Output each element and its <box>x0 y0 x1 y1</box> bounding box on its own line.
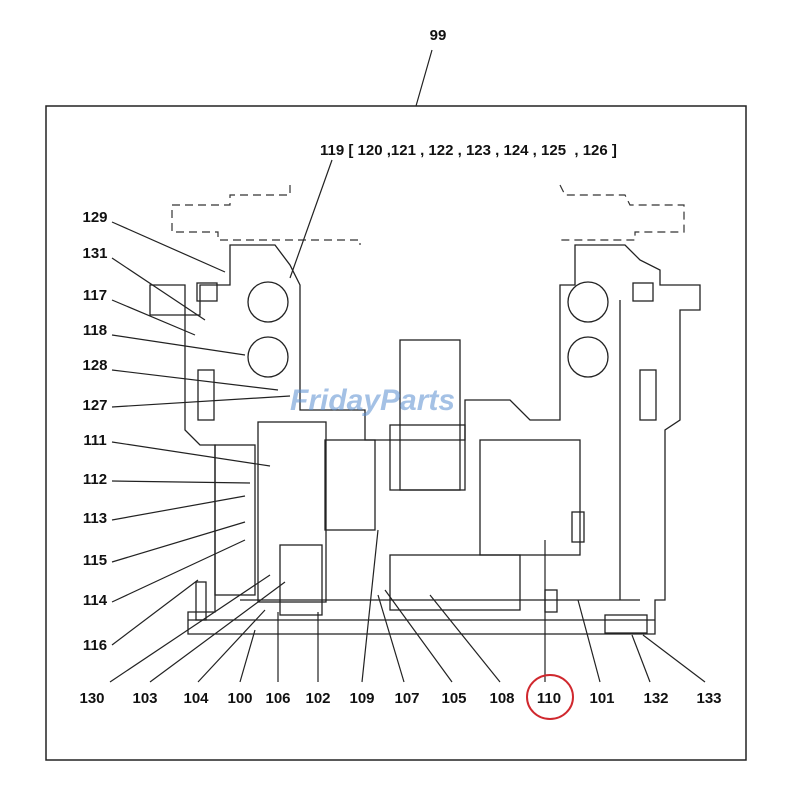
diagram-frame <box>45 105 747 761</box>
label-118: 118 <box>83 322 107 339</box>
label-127: 127 <box>82 397 107 414</box>
bottom-labels: 130 103 104 100 106 102 109 107 105 108 … <box>79 690 721 707</box>
label-99: 99 <box>430 27 447 44</box>
label-132: 132 <box>643 690 668 707</box>
label-117: 117 <box>83 287 107 304</box>
leader-lines <box>109 49 706 683</box>
label-111: 111 <box>83 432 106 449</box>
label-106: 106 <box>265 690 290 707</box>
assembly-drawing <box>149 184 701 635</box>
label-100: 100 <box>227 690 252 707</box>
left-labels: 129 131 117 118 128 127 111 112 113 115 … <box>82 209 107 654</box>
label-105: 105 <box>441 690 466 707</box>
label-116: 116 <box>83 637 107 654</box>
label-102: 102 <box>305 690 330 707</box>
label-101: 101 <box>589 690 614 707</box>
label-128: 128 <box>82 357 107 374</box>
label-115: 115 <box>83 552 107 569</box>
label-131: 131 <box>82 245 107 262</box>
label-104: 104 <box>183 690 209 707</box>
label-108: 108 <box>489 690 514 707</box>
label-129: 129 <box>82 209 107 226</box>
label-113: 113 <box>83 510 107 527</box>
label-112: 112 <box>83 471 107 488</box>
label-114: 114 <box>83 592 108 609</box>
highlight-circle <box>526 674 574 720</box>
label-119-group: 119 [ 120 ,121 , 122 , 123 , 124 , 125 ,… <box>320 142 617 159</box>
label-107: 107 <box>394 690 419 707</box>
label-103: 103 <box>132 690 157 707</box>
label-133: 133 <box>696 690 721 707</box>
label-110: 110 <box>537 690 561 707</box>
watermark-logo: FridayParts <box>290 384 455 417</box>
label-130: 130 <box>79 690 104 707</box>
label-109: 109 <box>349 690 374 707</box>
